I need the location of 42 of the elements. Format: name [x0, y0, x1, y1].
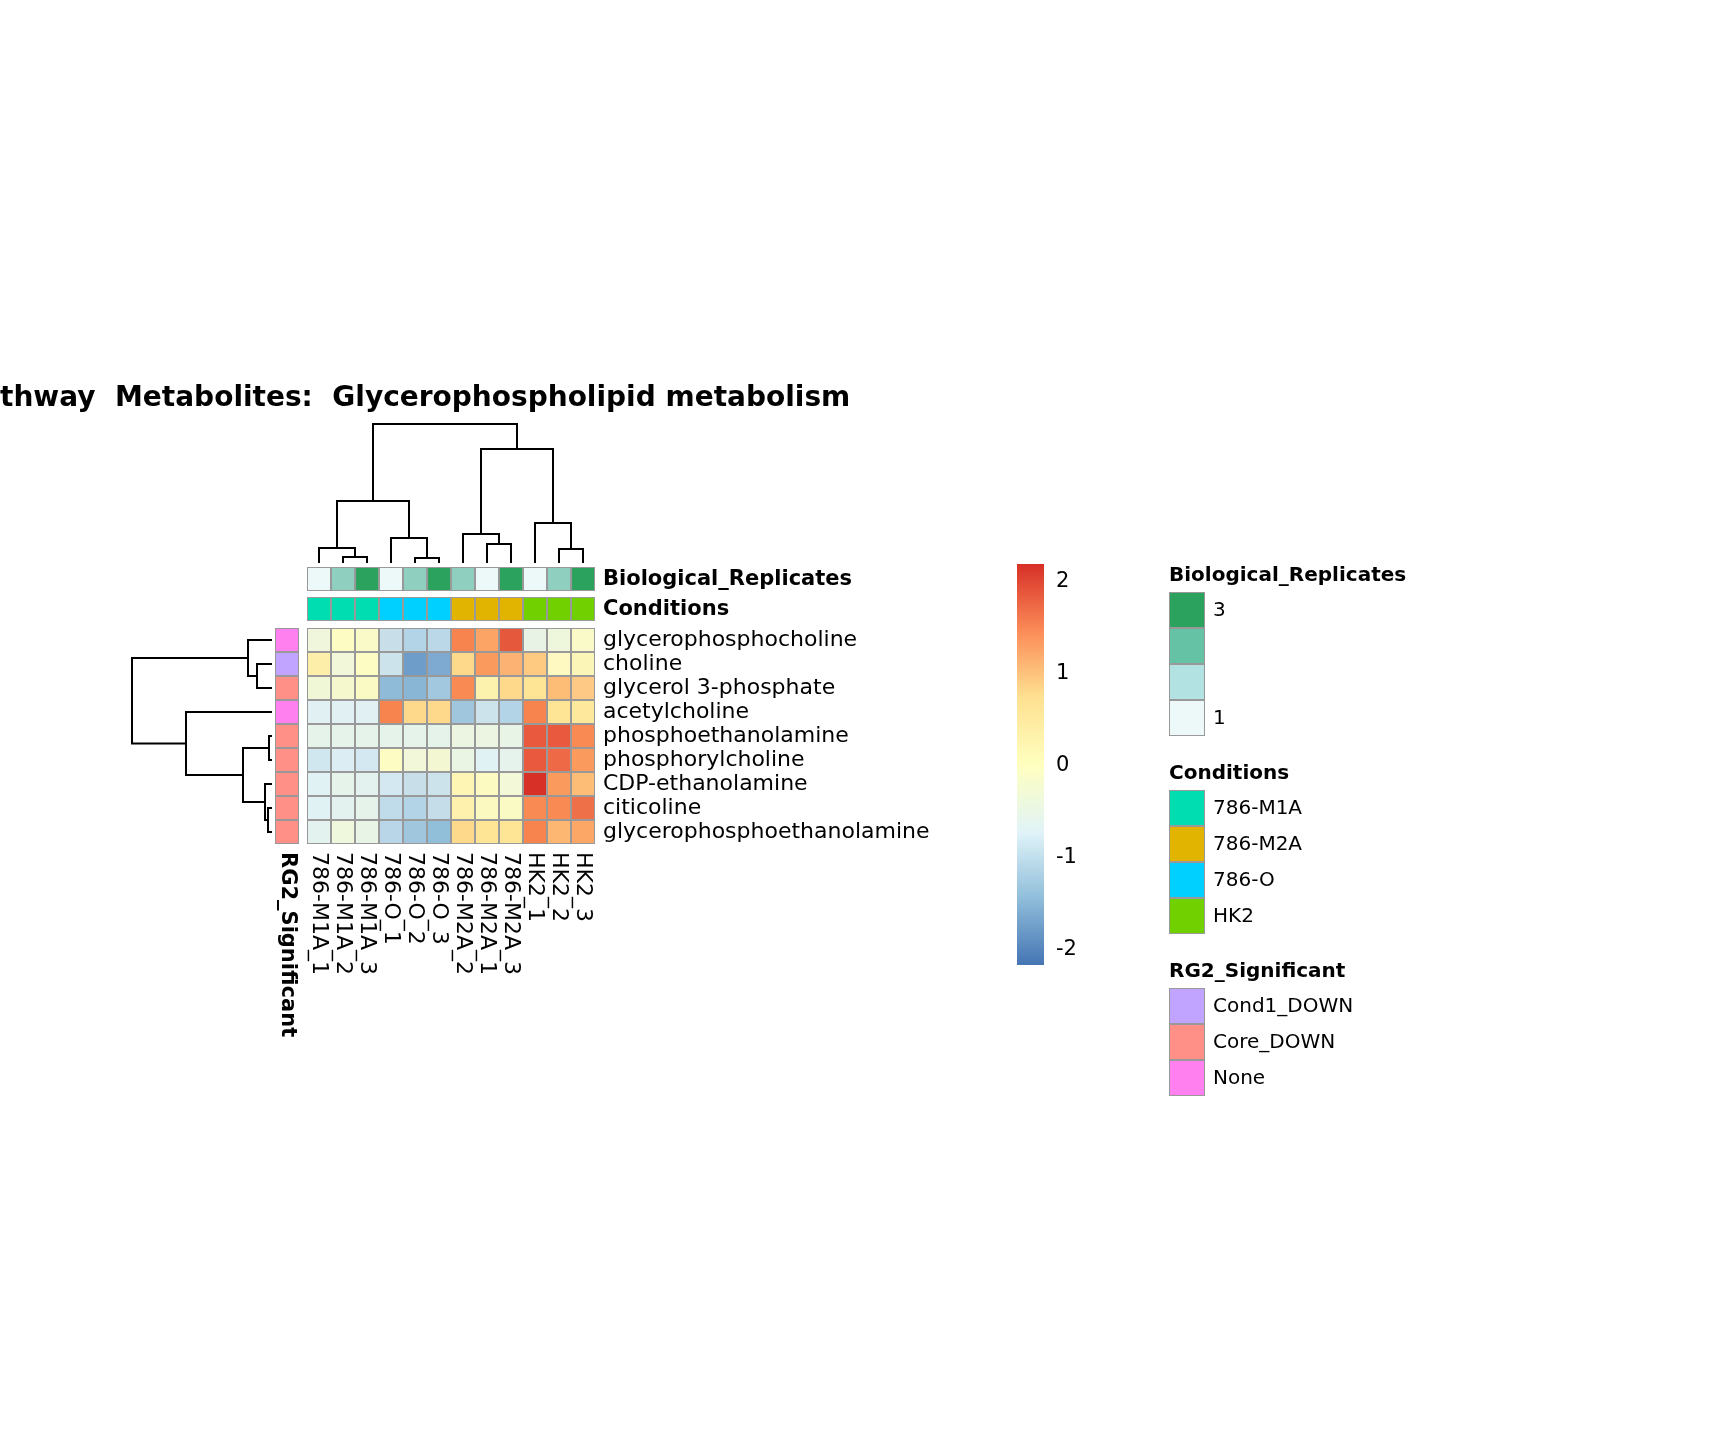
column-label: 786-M2A_3 — [499, 852, 523, 975]
column-label: 786-M1A_3 — [355, 852, 379, 975]
legend-title: Biological_Replicates — [1169, 564, 1407, 584]
legend-label: None — [1213, 1067, 1266, 1087]
column-label: 786-M2A_1 — [475, 852, 499, 975]
legend-label: 786-M2A — [1213, 833, 1303, 853]
row-label: glycerophosphocholine — [603, 628, 858, 650]
legend-label: 3 — [1213, 599, 1226, 619]
annotation-label: Biological_Replicates — [603, 568, 853, 589]
row-label: glycerol 3-phosphate — [603, 676, 836, 698]
row-label: acetylcholine — [603, 700, 750, 722]
legend-label: 786-M1A — [1213, 797, 1303, 817]
column-label: HK2_2 — [547, 852, 571, 922]
annotation-label: Conditions — [603, 598, 730, 619]
row-label: phosphorylcholine — [603, 748, 805, 770]
legend-label: HK2 — [1213, 905, 1254, 925]
tick-label: -2 — [1056, 938, 1077, 959]
column-label: HK2_1 — [523, 852, 547, 922]
column-label: 786-M1A_1 — [307, 852, 331, 975]
tick-label: 2 — [1056, 570, 1070, 591]
legend-label: 1 — [1213, 707, 1226, 727]
legend-title: RG2_Significant — [1169, 960, 1346, 980]
row-label: glycerophosphoethanolamine — [603, 820, 930, 842]
legend-label: Core_DOWN — [1213, 1031, 1336, 1051]
column-label: 786-M2A_2 — [451, 852, 475, 975]
chart-title: thway Metabolites: Glycerophospholipid metabolism — [0, 383, 851, 411]
column-label: 786-O_3 — [427, 852, 451, 945]
column-label: HK2_3 — [571, 852, 595, 922]
legend-label: 786-O — [1213, 869, 1275, 889]
row-label: CDP-ethanolamine — [603, 772, 808, 794]
tick-label: -1 — [1056, 846, 1077, 867]
column-label: 786-M1A_2 — [331, 852, 355, 975]
legend-title: Conditions — [1169, 762, 1290, 782]
tick-label: 0 — [1056, 754, 1070, 775]
column-label: 786-O_2 — [403, 852, 427, 945]
row-label: citicoline — [603, 796, 702, 818]
annotation-label: RG2_Significant — [276, 852, 299, 1038]
row-label: phosphoethanolamine — [603, 724, 849, 746]
legend-label: Cond1_DOWN — [1213, 995, 1354, 1015]
row-label: choline — [603, 652, 683, 674]
tick-label: 1 — [1056, 662, 1070, 683]
column-label: 786-O_1 — [379, 852, 403, 945]
